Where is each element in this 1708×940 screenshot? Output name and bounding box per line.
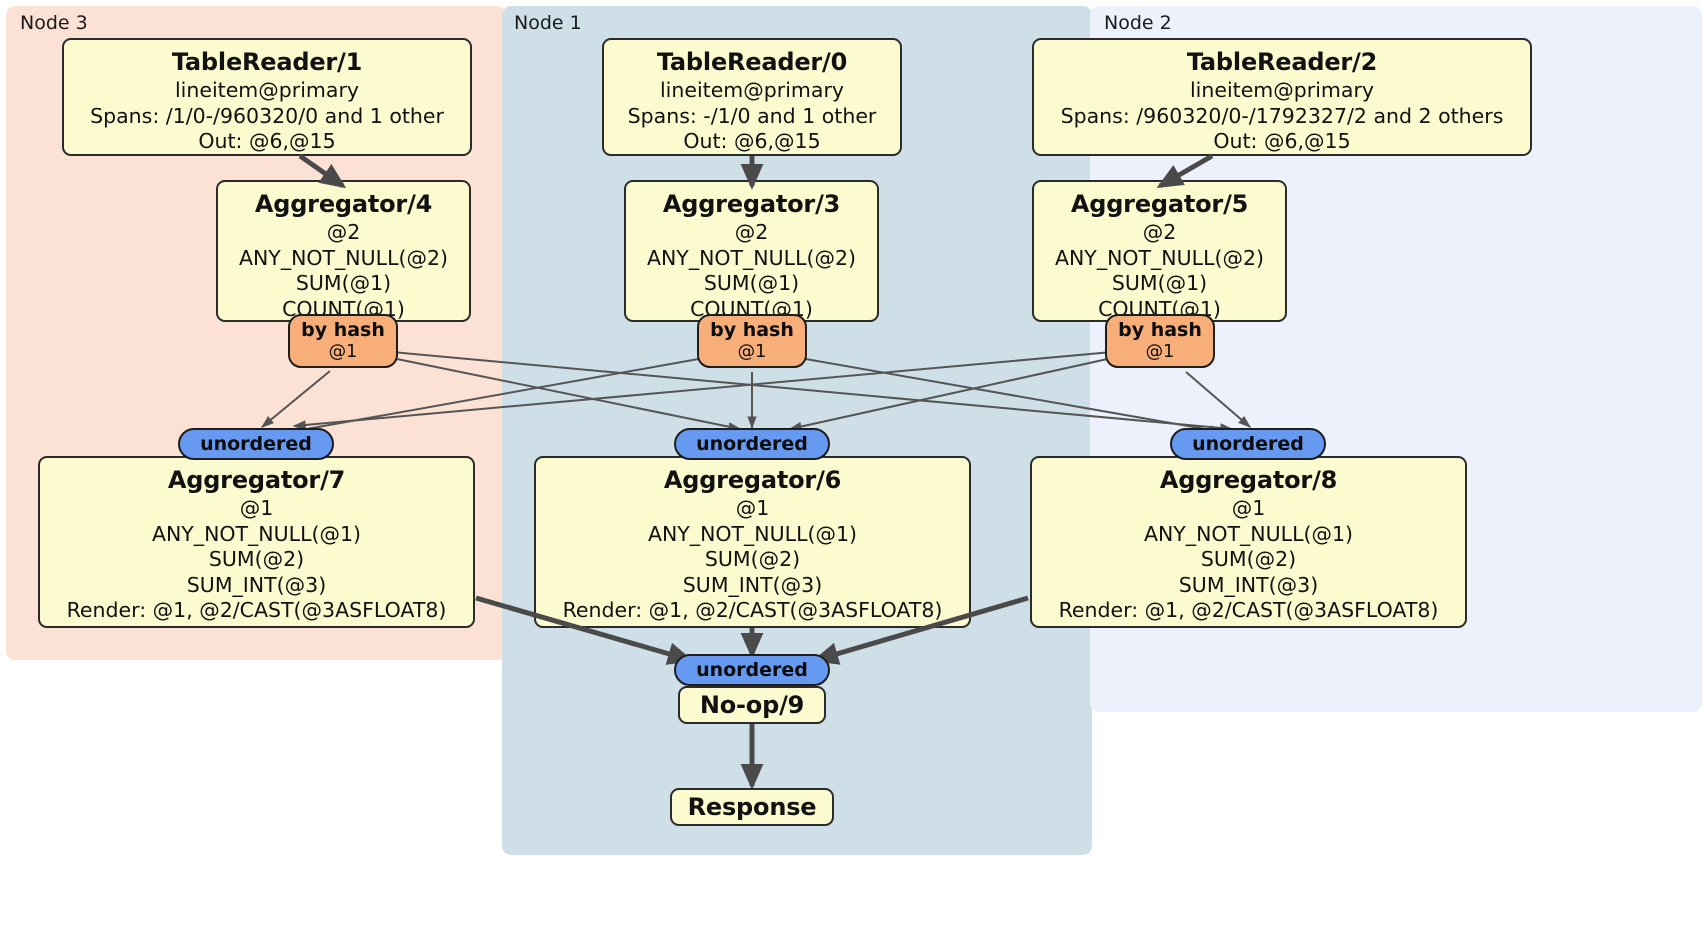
processor-title: Aggregator/4: [254, 190, 433, 218]
badge-label: unordered: [696, 659, 808, 681]
processor-line: SUM(@1): [703, 271, 800, 295]
processor-title: Aggregator/6: [663, 466, 842, 494]
cluster-label-node-3: Node 3: [20, 12, 88, 34]
processor-line: SUM(@2): [1200, 547, 1297, 571]
processor-title: TableReader/2: [1186, 48, 1378, 76]
processor-aggregator-3[interactable]: Aggregator/3 @2 ANY_NOT_NULL(@2) SUM(@1)…: [624, 180, 879, 322]
processor-title: Aggregator/8: [1159, 466, 1338, 494]
processor-line: Render: @1, @2/CAST(@3ASFLOAT8): [66, 598, 447, 622]
processor-aggregator-7[interactable]: Aggregator/7 @1 ANY_NOT_NULL(@1) SUM(@2)…: [38, 456, 475, 628]
processor-title: No-op/9: [699, 690, 805, 719]
input-sync-badge-unordered-right[interactable]: unordered: [1170, 428, 1326, 460]
processor-line: lineitem@primary: [174, 78, 360, 102]
processor-title: Response: [687, 792, 817, 821]
processor-line: SUM_INT(@3): [1178, 572, 1319, 597]
processor-line: Spans: /1/0-/960320/0 and 1 other: [90, 103, 444, 128]
badge-sublabel: @1: [1145, 342, 1175, 362]
processor-line: SUM(@1): [1111, 271, 1208, 295]
processor-line: ANY_NOT_NULL(@2): [238, 245, 449, 270]
processor-line: @1: [1231, 496, 1266, 520]
cluster-label-node-1: Node 1: [514, 12, 582, 34]
processor-line: Out: @6,@15: [198, 129, 336, 153]
badge-sublabel: @1: [328, 342, 358, 362]
processor-line: ANY_NOT_NULL(@1): [647, 521, 858, 546]
input-sync-badge-unordered-left[interactable]: unordered: [178, 428, 334, 460]
badge-label: by hash: [710, 319, 794, 341]
processor-line: Out: @6,@15: [1213, 129, 1351, 153]
processor-title: TableReader/0: [656, 48, 848, 76]
processor-line: @2: [326, 220, 361, 244]
processor-line: lineitem@primary: [1189, 78, 1375, 102]
badge-label: by hash: [1118, 319, 1202, 341]
processor-line: @1: [735, 496, 770, 520]
processor-response[interactable]: Response: [670, 788, 834, 826]
processor-line: ANY_NOT_NULL(@2): [646, 245, 857, 270]
processor-aggregator-8[interactable]: Aggregator/8 @1 ANY_NOT_NULL(@1) SUM(@2)…: [1030, 456, 1467, 628]
processor-aggregator-6[interactable]: Aggregator/6 @1 ANY_NOT_NULL(@1) SUM(@2)…: [534, 456, 971, 628]
input-sync-badge-unordered-final[interactable]: unordered: [674, 654, 830, 686]
processor-line: SUM_INT(@3): [186, 572, 327, 597]
processor-table-reader-2[interactable]: TableReader/2 lineitem@primary Spans: /9…: [1032, 38, 1532, 156]
output-router-badge-by-hash-left[interactable]: by hash @1: [288, 314, 398, 368]
processor-line: ANY_NOT_NULL(@1): [1143, 521, 1354, 546]
processor-line: SUM_INT(@3): [682, 572, 823, 597]
processor-line: lineitem@primary: [659, 78, 845, 102]
processor-line: Render: @1, @2/CAST(@3ASFLOAT8): [562, 598, 943, 622]
processor-line: Spans: /960320/0-/1792327/2 and 2 others: [1060, 103, 1504, 128]
processor-no-op-9[interactable]: No-op/9: [678, 686, 826, 724]
processor-aggregator-4[interactable]: Aggregator/4 @2 ANY_NOT_NULL(@2) SUM(@1)…: [216, 180, 471, 322]
processor-line: ANY_NOT_NULL(@1): [151, 521, 362, 546]
processor-line: SUM(@1): [295, 271, 392, 295]
processor-title: TableReader/1: [171, 48, 363, 76]
processor-line: SUM(@2): [208, 547, 305, 571]
input-sync-badge-unordered-center[interactable]: unordered: [674, 428, 830, 460]
processor-line: Out: @6,@15: [683, 129, 821, 153]
processor-line: @2: [1142, 220, 1177, 244]
processor-line: @1: [239, 496, 274, 520]
badge-sublabel: @1: [737, 342, 767, 362]
badge-label: unordered: [200, 433, 312, 455]
processor-line: SUM(@2): [704, 547, 801, 571]
processor-title: Aggregator/5: [1070, 190, 1249, 218]
processor-title: Aggregator/7: [167, 466, 346, 494]
badge-label: unordered: [1192, 433, 1304, 455]
processor-line: @2: [734, 220, 769, 244]
processor-title: Aggregator/3: [662, 190, 841, 218]
processor-line: Spans: -/1/0 and 1 other: [627, 103, 877, 128]
badge-label: by hash: [301, 319, 385, 341]
processor-line: ANY_NOT_NULL(@2): [1054, 245, 1265, 270]
processor-line: Render: @1, @2/CAST(@3ASFLOAT8): [1058, 598, 1439, 622]
cluster-label-node-2: Node 2: [1104, 12, 1172, 34]
processor-aggregator-5[interactable]: Aggregator/5 @2 ANY_NOT_NULL(@2) SUM(@1)…: [1032, 180, 1287, 322]
processor-table-reader-1[interactable]: TableReader/1 lineitem@primary Spans: /1…: [62, 38, 472, 156]
badge-label: unordered: [696, 433, 808, 455]
output-router-badge-by-hash-center[interactable]: by hash @1: [697, 314, 807, 368]
output-router-badge-by-hash-right[interactable]: by hash @1: [1105, 314, 1215, 368]
processor-table-reader-0[interactable]: TableReader/0 lineitem@primary Spans: -/…: [602, 38, 902, 156]
